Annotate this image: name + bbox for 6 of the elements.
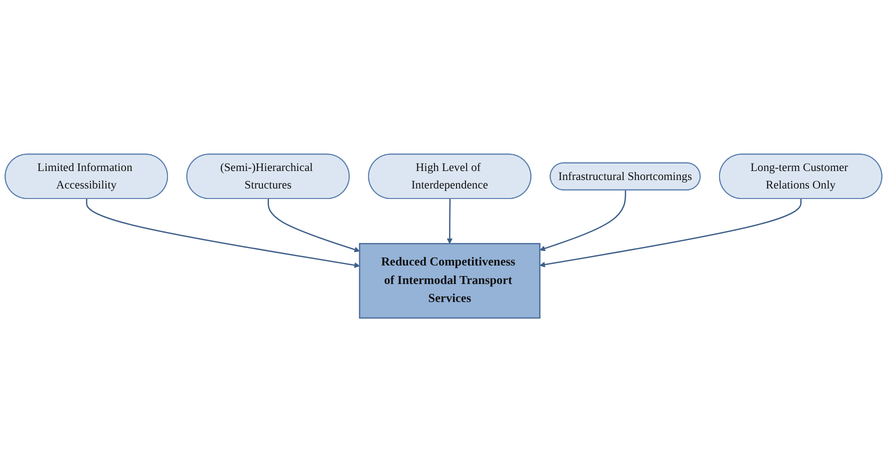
arrow — [540, 190, 626, 252]
arrow — [268, 199, 360, 253]
arrow — [446, 199, 453, 244]
arrow — [86, 199, 360, 268]
node-box: Reduced Competitiveness of Intermodal Transport Services — [358, 243, 540, 320]
arrow — [540, 199, 802, 268]
